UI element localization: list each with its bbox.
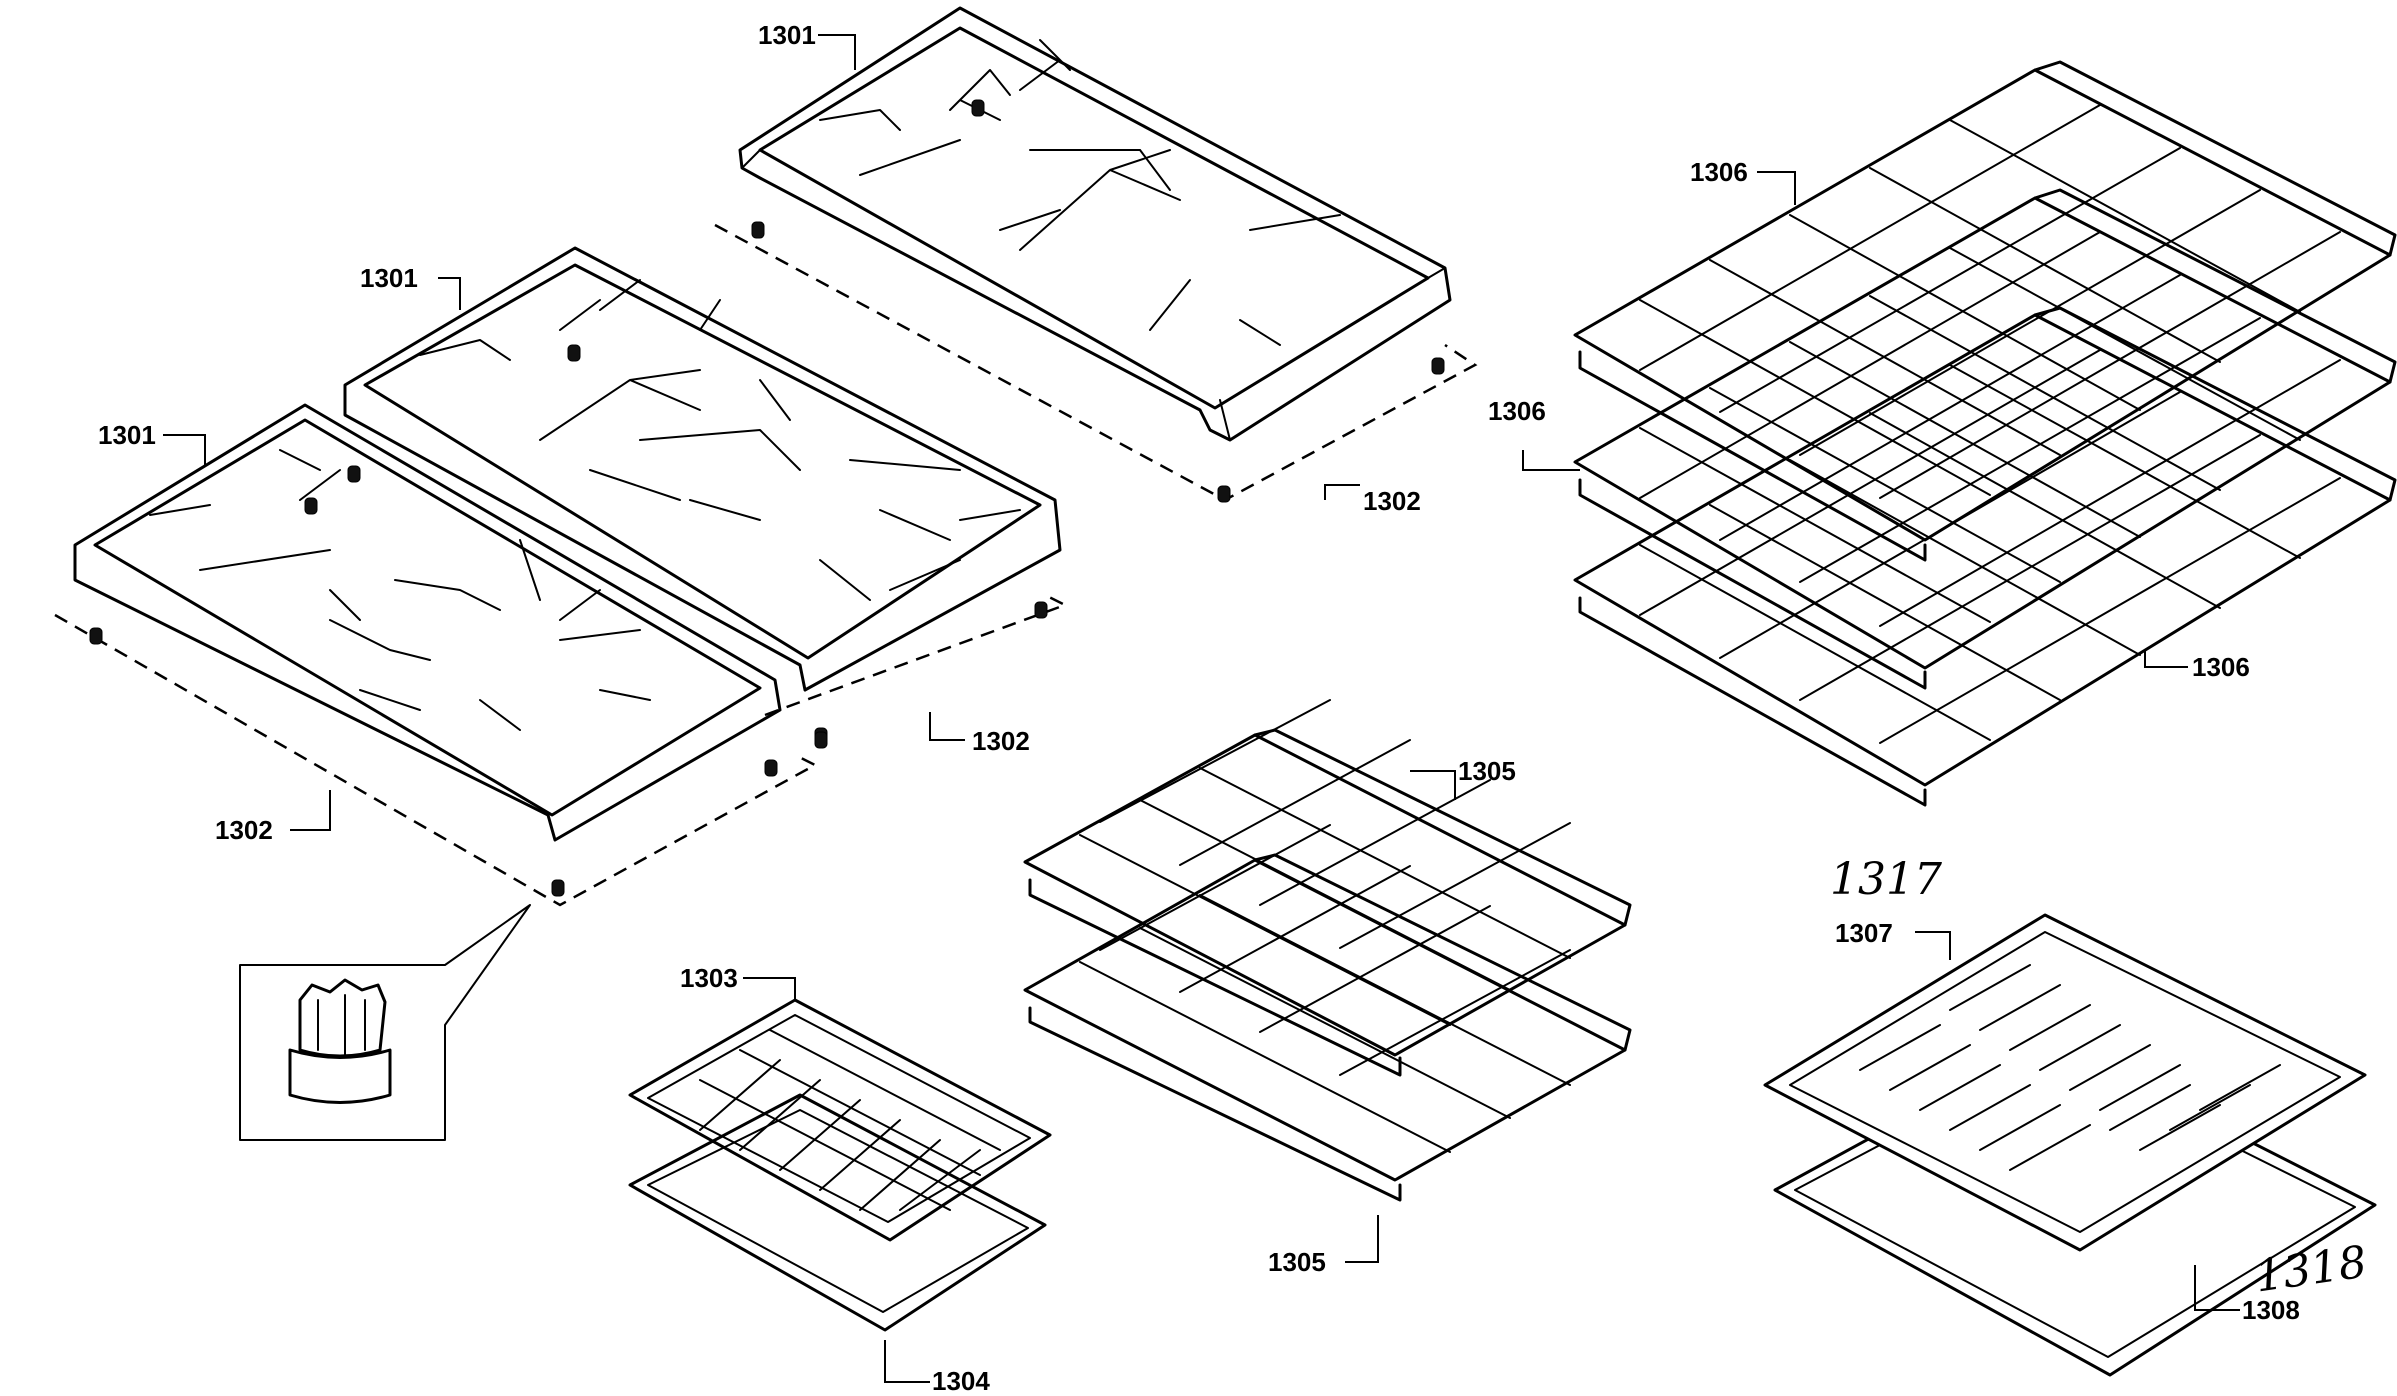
- callout-1307: 1307: [1835, 918, 1893, 948]
- oven-rack-1306-upper: [1573, 60, 2397, 562]
- grate-1301-top: [738, 6, 1452, 442]
- foot-detail-inset: [239, 904, 531, 1141]
- grate-1301-left: [73, 403, 782, 842]
- grate-foot-outline-middle: [764, 593, 1069, 717]
- oven-rack-1306-lower: [1573, 306, 2397, 807]
- callout-1304: 1304: [932, 1366, 990, 1396]
- callout-1306-middle: 1306: [1488, 396, 1546, 426]
- leader-lines: [163, 34, 2240, 1383]
- grate-1301-middle: [343, 246, 1062, 692]
- grate-foot-outline-left: [54, 613, 818, 907]
- callout-1301-left: 1301: [98, 420, 156, 450]
- oven-rack-1305-upper: [1023, 699, 1632, 1077]
- callout-1308: 1308: [2242, 1295, 2300, 1325]
- callout-1303: 1303: [680, 963, 738, 993]
- broiler-pan-insert-1307: [1763, 913, 2367, 1252]
- callout-1306-bottom: 1306: [2192, 652, 2250, 682]
- callout-1301-middle: 1301: [360, 263, 418, 293]
- rubber-feet-top: [751, 99, 1445, 503]
- callout-1306-top: 1306: [1690, 157, 1748, 187]
- callout-1302-right: 1302: [1363, 486, 1421, 516]
- callout-1302-middle: 1302: [972, 726, 1030, 756]
- oven-rack-1305-lower: [1023, 824, 1632, 1202]
- rubber-feet-middle: [567, 344, 1048, 745]
- broiler-pan-1304: [628, 1093, 1047, 1332]
- handwritten-1317: 1317: [1830, 854, 1942, 905]
- oven-rack-1306-middle: [1573, 188, 2397, 690]
- callout-1305-bottom: 1305: [1268, 1247, 1326, 1277]
- callout-1305-top: 1305: [1458, 756, 1516, 786]
- callout-1302-left: 1302: [215, 815, 273, 845]
- broiler-pan-insert-1303: [628, 998, 1052, 1242]
- rubber-feet-left: [89, 465, 828, 897]
- grate-foot-outline-top: [714, 223, 1478, 502]
- callout-1301-top: 1301: [758, 20, 816, 50]
- slot-pattern: [1859, 964, 2281, 1171]
